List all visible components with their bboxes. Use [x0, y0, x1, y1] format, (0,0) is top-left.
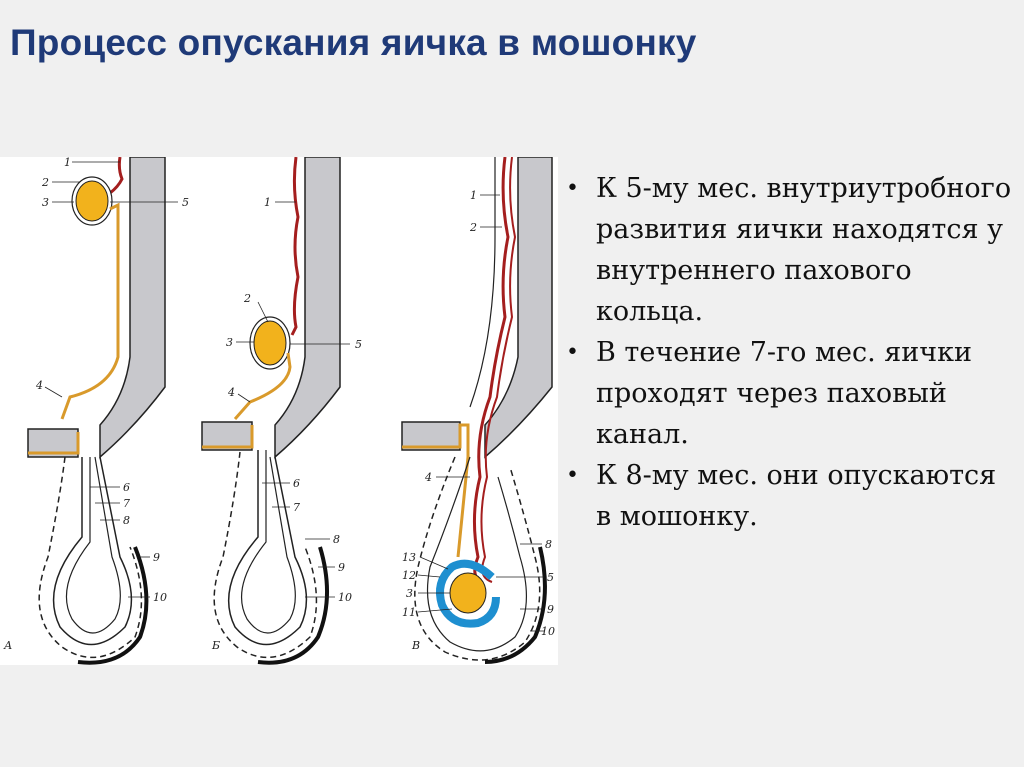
- label-a-6: 6: [123, 481, 130, 494]
- panel-letter-v: В: [411, 639, 420, 652]
- testis: [253, 320, 287, 366]
- bullet-marker: •: [566, 176, 579, 201]
- label-b-9: 9: [338, 561, 345, 574]
- bullet-text: К 5-му мес. внутриутробного развития яич…: [596, 173, 1012, 327]
- label-a-3: 3: [42, 196, 49, 209]
- label-v-13: 13: [402, 551, 416, 564]
- skin-curve: [484, 546, 547, 664]
- dashed-fascia: [38, 456, 143, 659]
- label-a-9: 9: [153, 551, 160, 564]
- label-v-8: 8: [545, 538, 552, 551]
- label-b-7: 7: [293, 501, 300, 514]
- ligament-bar: [201, 421, 253, 451]
- label-a-8: 8: [123, 514, 130, 527]
- wall-outline: [469, 157, 496, 408]
- label-v-12: 12: [402, 569, 416, 582]
- bullet-item: • К 5-му мес. внутриутробного развития я…: [566, 168, 1016, 332]
- bullet-text: В течение 7-го мес. яички проходят через…: [596, 337, 973, 450]
- vaginal-process: [52, 456, 133, 646]
- label-v-11: 11: [402, 606, 416, 619]
- label-b-1: 1: [264, 196, 271, 209]
- label-v-2: 2: [469, 221, 477, 234]
- label-a-2: 2: [41, 176, 49, 189]
- vaginal-process: [426, 456, 527, 652]
- panel-b: 1 2 3 5 4 6 7 8 9 10 Б: [201, 157, 362, 665]
- label-a-1: 1: [64, 157, 71, 169]
- panel-a: 1 2 3 5 4 6 7 8 9 10 А: [3, 157, 189, 665]
- label-v-10: 10: [541, 625, 555, 638]
- bullet-list: • К 5-му мес. внутриутробного развития я…: [566, 168, 1016, 537]
- label-a-5: 5: [182, 196, 189, 209]
- label-a-4: 4: [35, 379, 43, 392]
- duct-line: [402, 423, 470, 558]
- tunica-vaginalis: [436, 559, 500, 628]
- testis: [449, 572, 487, 614]
- dashed-fascia: [414, 456, 541, 661]
- abdominal-wall: [99, 157, 166, 459]
- panel-letter-b: Б: [211, 639, 220, 652]
- bullet-marker: •: [566, 340, 579, 365]
- abdominal-wall: [274, 157, 341, 459]
- label-b-3: 3: [226, 336, 233, 349]
- bullet-text: К 8-му мес. они опускаются в мошонку.: [596, 460, 997, 532]
- duct-line: [28, 432, 80, 455]
- vessel-line-2: [480, 157, 517, 583]
- bullet-marker: •: [566, 463, 579, 488]
- vessel-line: [472, 157, 510, 584]
- gubernaculum: [233, 352, 292, 420]
- label-b-8: 8: [333, 533, 340, 546]
- label-v-3: 3: [406, 587, 413, 600]
- label-a-7: 7: [123, 497, 130, 510]
- vessel-line: [109, 157, 124, 195]
- label-b-5: 5: [355, 338, 362, 351]
- gubernaculum: [60, 202, 120, 420]
- vaginal-process: [228, 450, 308, 646]
- label-v-5: 5: [547, 571, 554, 584]
- vaginal-process-inner: [240, 450, 296, 634]
- label-a-10: 10: [153, 591, 167, 604]
- slide-title: Процесс опускания яичка в мошонку: [10, 22, 697, 63]
- label-b-10: 10: [338, 591, 352, 604]
- skin-curve: [257, 546, 329, 665]
- label-v-9: 9: [547, 603, 554, 616]
- bullet-item: • К 8-му мес. они опускаются в мошонку.: [566, 455, 1016, 537]
- bullet-item: • В течение 7-го мес. яички проходят чер…: [566, 332, 1016, 455]
- testis-descent-diagram: 1 2 3 5 4 6 7 8 9 10 А: [3, 157, 555, 665]
- duct-line: [202, 425, 254, 449]
- panel-letter-a: А: [3, 639, 12, 652]
- label-v-1: 1: [470, 189, 477, 202]
- label-b-2: 2: [243, 292, 251, 305]
- dashed-fascia: [213, 451, 318, 659]
- testis: [75, 180, 109, 222]
- skin-curve: [77, 546, 149, 665]
- label-b-4: 4: [227, 386, 235, 399]
- label-v-4: 4: [424, 471, 432, 484]
- vessel-line: [290, 157, 300, 336]
- label-b-6: 6: [293, 477, 300, 490]
- anatomy-figure: 1 2 3 5 4 6 7 8 9 10 А: [0, 157, 558, 665]
- vaginal-process-inner: [65, 456, 121, 634]
- panel-v: 1 2 4 8 13 12 3 11 5 9 10 В: [401, 157, 555, 664]
- ligament-bar: [401, 421, 461, 451]
